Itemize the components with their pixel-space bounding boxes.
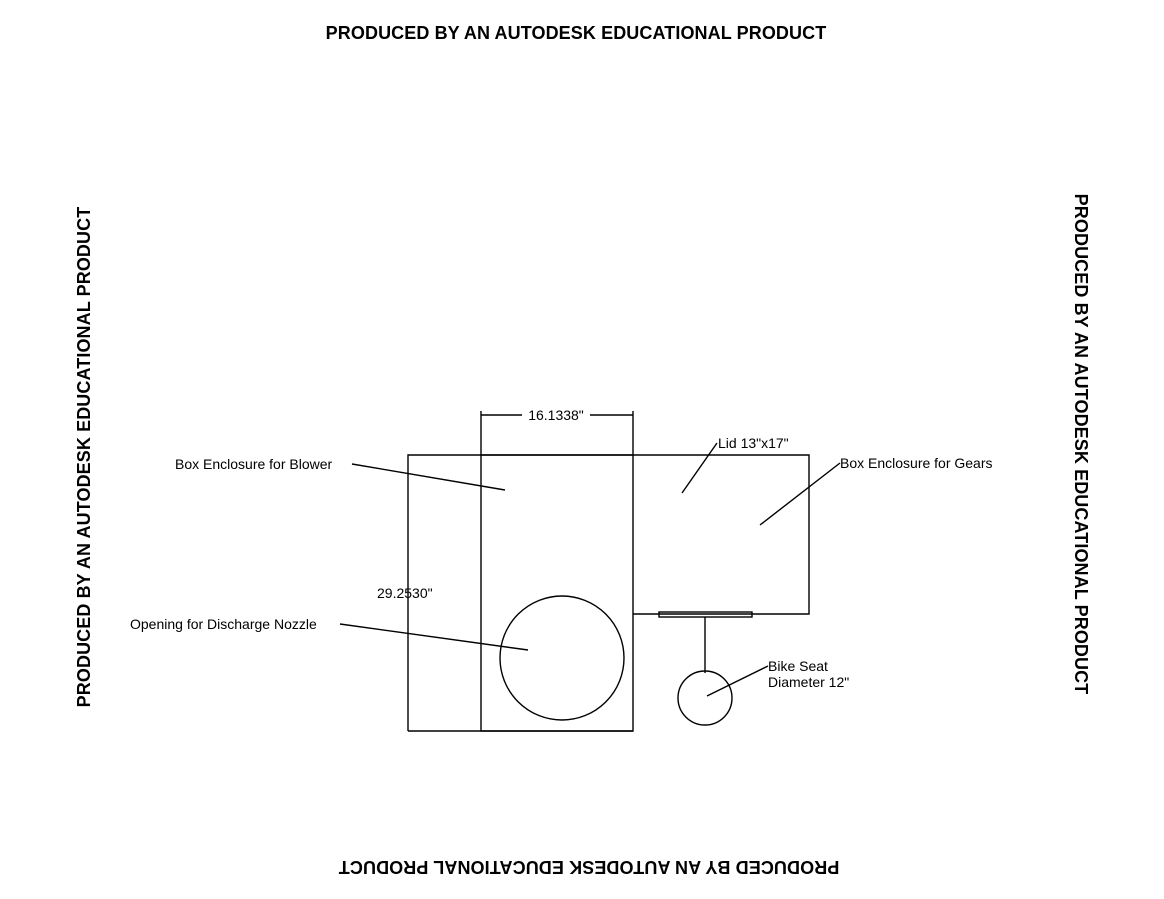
bike-seat-circle	[677, 670, 733, 726]
watermark-top: PRODUCED BY AN AUTODESK EDUCATIONAL PROD…	[325, 23, 827, 43]
nozzle-opening-circle	[499, 595, 625, 721]
lid-label: Lid 13"x17"	[718, 435, 789, 451]
gears-box-outline	[633, 454, 810, 615]
width-dimension-label: 16.1338"	[528, 407, 584, 423]
nozzle-opening-leader	[339, 623, 529, 651]
lid-leader	[681, 442, 718, 494]
blower-box-leader	[351, 463, 506, 491]
height-dimension-label: 29.2530"	[377, 585, 433, 601]
bike-seat-label-line2: Diameter 12"	[768, 674, 849, 690]
gears-box-leader	[759, 462, 841, 526]
gears-box-label: Box Enclosure for Gears	[840, 455, 993, 471]
blower-box-label: Box Enclosure for Blower	[175, 456, 333, 472]
nozzle-opening-label: Opening for Discharge Nozzle	[130, 616, 317, 632]
blower-box-inner	[480, 454, 634, 732]
blower-box-outline	[407, 454, 633, 731]
bike-seat-leader	[706, 665, 769, 697]
bike-seat-label-line1: Bike Seat	[768, 658, 828, 674]
